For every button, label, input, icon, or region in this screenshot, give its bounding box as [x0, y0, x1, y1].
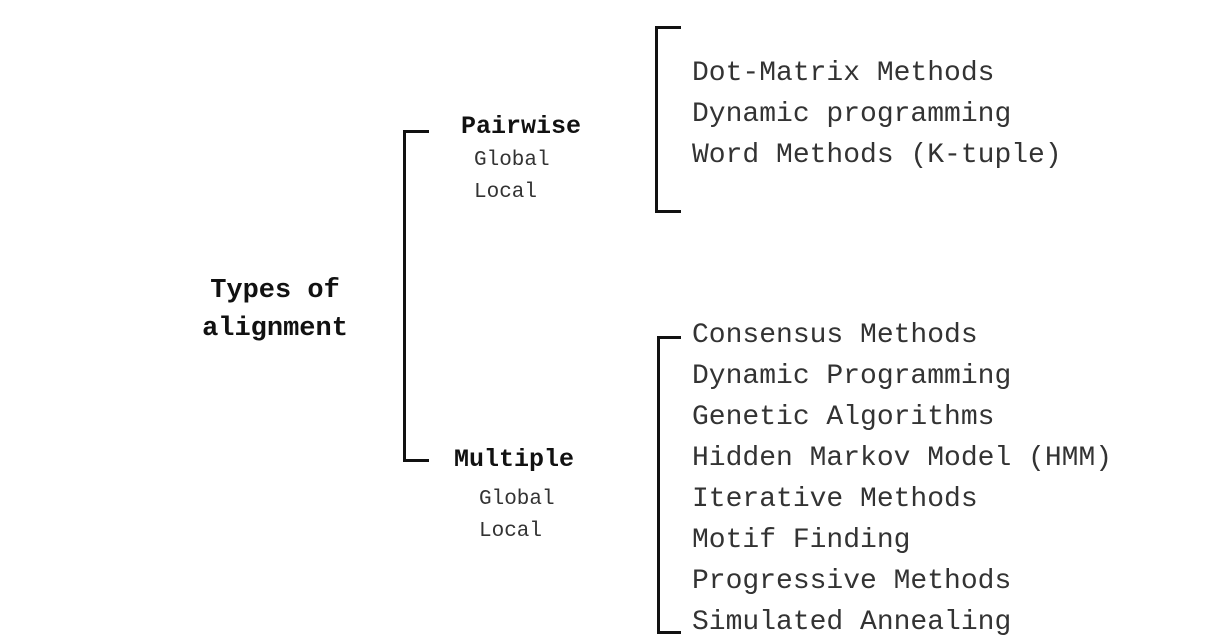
pairwise-subtype-local: Local — [474, 181, 538, 204]
pairwise-methods-list: Dot-Matrix Methods Dynamic programming W… — [692, 53, 1062, 176]
root-label-line2: alignment — [202, 314, 348, 344]
multiple-title: Multiple — [454, 445, 575, 474]
pairwise-methods-bracket — [655, 26, 681, 213]
multiple-methods-bracket — [657, 336, 681, 634]
multiple-methods-list: Consensus Methods Dynamic Programming Ge… — [692, 315, 1112, 643]
pairwise-subtypes: Global Local — [474, 145, 550, 209]
multiple-method-item: Motif Finding — [692, 525, 911, 556]
multiple-method-item: Consensus Methods — [692, 320, 978, 351]
main-bracket — [403, 130, 429, 462]
multiple-method-item: Simulated Annealing — [692, 607, 1012, 638]
root-label: Types of alignment — [150, 272, 400, 348]
multiple-method-item: Hidden Markov Model (HMM) — [692, 443, 1113, 474]
pairwise-method-item: Word Methods (K-tuple) — [692, 140, 1062, 171]
pairwise-method-item: Dynamic programming — [692, 99, 1012, 130]
multiple-method-item: Iterative Methods — [692, 484, 978, 515]
pairwise-title: Pairwise — [461, 112, 582, 141]
multiple-subtypes: Global Local — [479, 484, 555, 548]
pairwise-method-item: Dot-Matrix Methods — [692, 58, 995, 89]
multiple-method-item: Dynamic Programming — [692, 361, 1012, 392]
pairwise-subtype-global: Global — [474, 149, 550, 172]
multiple-method-item: Genetic Algorithms — [692, 402, 995, 433]
multiple-subtype-global: Global — [479, 488, 555, 511]
root-label-line1: Types of — [210, 276, 340, 306]
multiple-subtype-local: Local — [479, 520, 543, 543]
multiple-method-item: Progressive Methods — [692, 566, 1012, 597]
